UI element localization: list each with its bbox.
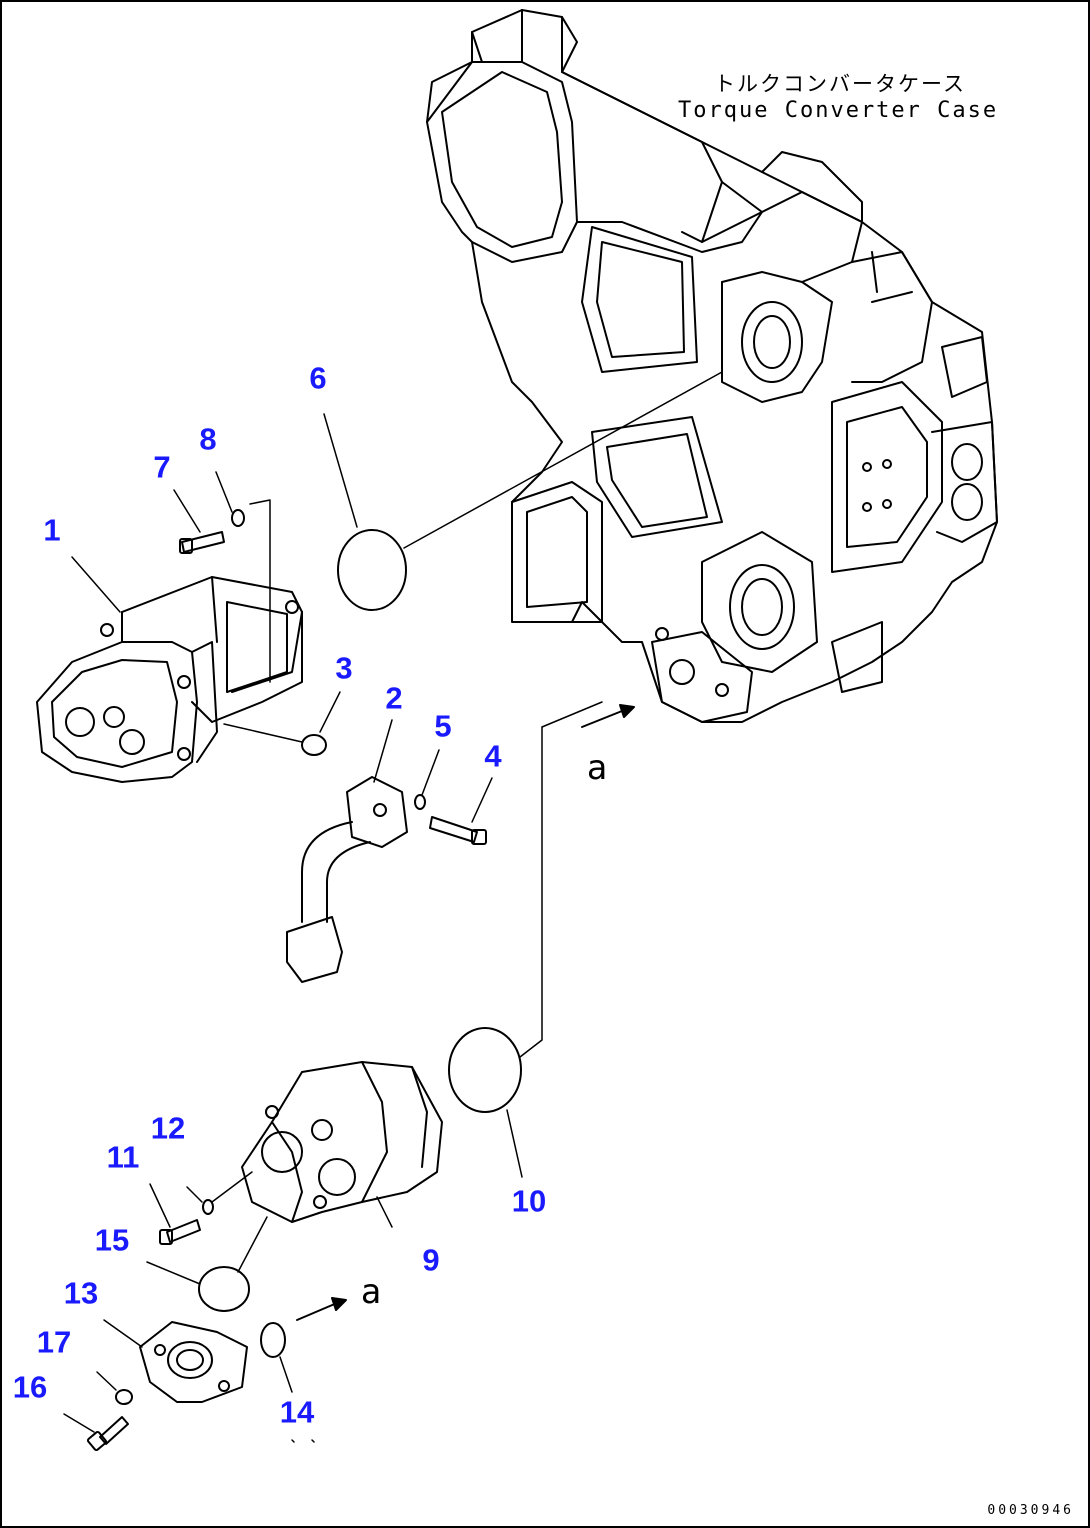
callout-10: 10	[511, 1183, 547, 1219]
reference-marker-a-lower: a	[360, 1272, 382, 1312]
callout-1: 1	[43, 512, 61, 548]
o-ring-6	[337, 529, 407, 611]
bolt-7	[179, 531, 225, 554]
washer-12	[202, 1199, 214, 1215]
leader-lines	[63, 371, 723, 1433]
washer-8	[231, 509, 245, 527]
callout-9: 9	[422, 1242, 440, 1278]
flange-13	[139, 1321, 248, 1403]
pipe	[286, 776, 408, 983]
case-label-japanese: トルクコンバータケース	[714, 72, 966, 96]
bolt-4	[429, 816, 487, 845]
case-label-english: Torque Converter Case	[678, 98, 999, 123]
callout-12: 12	[150, 1110, 186, 1146]
callout-4: 4	[484, 738, 502, 774]
pump-assembly	[36, 576, 303, 783]
o-ring-10	[448, 1027, 522, 1113]
pump-9	[241, 1061, 443, 1223]
washer-5	[414, 794, 426, 810]
callout-6: 6	[309, 360, 327, 396]
arrow-a-lower	[296, 1297, 347, 1321]
callout-17: 17	[36, 1324, 72, 1360]
callout-16: 16	[12, 1369, 48, 1405]
callout-13: 13	[63, 1275, 99, 1311]
arrow-a-upper	[581, 704, 635, 728]
reference-marker-a-upper: a	[586, 748, 608, 788]
callout-7: 7	[153, 449, 171, 485]
o-ring-15	[198, 1266, 250, 1312]
callout-14: 14	[279, 1394, 315, 1430]
callout-11: 11	[106, 1139, 140, 1175]
bolt-11	[159, 1219, 201, 1245]
callout-3: 3	[335, 650, 353, 686]
o-ring-3	[301, 734, 327, 756]
callout-15: 15	[94, 1222, 130, 1258]
bolt-16	[86, 1416, 129, 1452]
callout-2: 2	[385, 680, 403, 716]
figure-number: 00030946	[987, 1503, 1074, 1518]
callout-5: 5	[434, 708, 452, 744]
washer-17	[115, 1389, 133, 1405]
torque-converter-case	[426, 9, 998, 723]
callout-8: 8	[199, 421, 217, 457]
o-ring-14	[260, 1322, 286, 1358]
